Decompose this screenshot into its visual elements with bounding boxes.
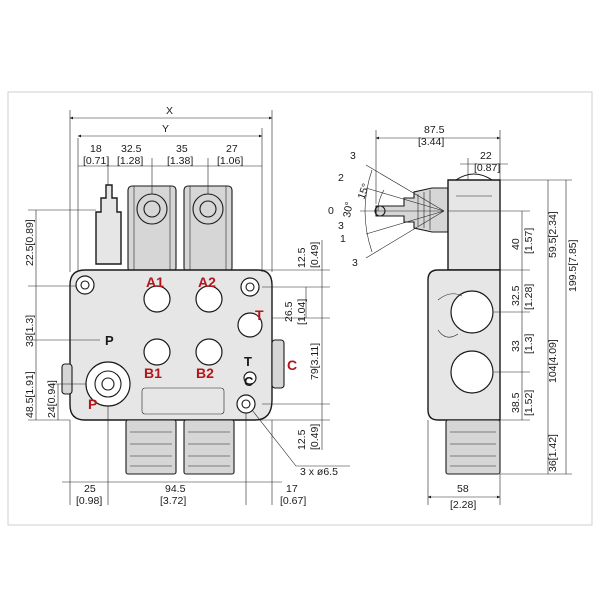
dim-27: 27 [226,143,238,155]
dim-27-in: [1.06] [217,155,243,167]
dim-59-5: 59.5[2.34] [547,211,559,258]
side-outer-dimensions: 59.5[2.34] 104[4.09] 199.5[7.85] 36[1.42… [500,179,579,475]
dim-38-5-in: [1.52] [523,390,535,416]
dim-199-5: 199.5[7.85] [567,239,579,292]
side-port-upper [450,290,494,334]
dim-40: 40 [510,238,522,250]
dim-58: 58 [457,483,469,495]
dim-12-5-bottom: 12.5 [296,429,308,450]
front-port-a1 [143,285,171,313]
dim-33: 33[1.3] [24,315,36,347]
port-label-b2: B2 [196,365,214,381]
front-mount-hole-1 [75,275,95,295]
side-bottom-dimensions: 58 [2.28] [427,420,501,511]
dim-25: 25 [84,483,96,495]
dim-12-5-bottom-in: [0.49] [309,424,321,450]
dim-17-in: [0.67] [280,495,306,507]
dim-side-33-in: [1.3] [523,333,535,354]
front-port-b1 [143,338,171,366]
side-top-dimensions: 87.5 [3.44] 22 [0.87] [375,124,508,204]
dim-12-5-top: 12.5 [296,247,308,268]
dim-side-32-5-in: [1.28] [523,284,535,310]
side-port-lower [450,350,494,394]
front-top-dimensions: X Y 18 [0.71] 32.5 [1.28] 35 [1.38] 27 [… [69,105,273,272]
angle-pos-1: 1 [340,233,346,245]
dim-35-in: [1.38] [167,155,193,167]
front-port-t [237,312,263,338]
port-label-p-red: P [88,396,97,412]
side-inner-dimensions: 40 [1.57] 32.5 [1.28] 33 [1.3] 38.5 [1.5… [448,210,535,421]
front-mount-hole-2 [240,277,260,297]
side-angle-indicators: 3 2 0 1 3 3 15° 30° [328,150,445,269]
front-lower-housing-1 [125,419,177,475]
dim-38-5: 38.5 [510,392,522,413]
dim-22-in: [0.87] [474,162,500,174]
dim-40-in: [1.57] [523,228,535,254]
angle-15: 15° [356,182,373,201]
front-c-port-boss [271,339,285,389]
dim-26-5-in: [1.04] [296,299,308,325]
front-port-a2 [195,285,223,313]
port-label-c: C [287,357,297,373]
dim-side-33: 33 [510,340,522,352]
dim-87-5: 87.5 [424,124,445,136]
front-port-b2 [195,338,223,366]
angle-pos-2: 2 [338,172,344,184]
dim-22-5: 22.5[0.89] [24,219,36,266]
side-view [374,173,501,475]
dim-94-5: 94.5 [165,483,186,495]
dim-48-5: 48.5[1.91] [24,371,36,418]
angle-pos-3-mid: 3 [338,220,344,232]
front-port-c [243,371,257,385]
dim-18: 18 [90,143,102,155]
dim-32-5: 32.5 [121,143,142,155]
front-spool-cap-2 [183,185,233,273]
dim-17: 17 [286,483,298,495]
port-label-b1: B1 [144,365,162,381]
angle-pos-3-top: 3 [350,150,356,162]
front-bottom-dimensions: 25 [0.98] 94.5 [3.72] 17 [0.67] 3 x ø6.5 [62,406,350,507]
dim-25-in: [0.98] [76,495,102,507]
dim-35: 35 [176,143,188,155]
angle-pos-0: 0 [328,205,334,217]
port-label-p-black: P [105,333,114,348]
dim-94-5-in: [3.72] [160,495,186,507]
dim-mount-holes: 3 x ø6.5 [300,466,338,478]
dim-87-5-in: [3.44] [418,136,444,148]
side-lower-housing [445,419,501,475]
dim-58-in: [2.28] [450,499,476,511]
port-label-t: T [255,307,264,323]
dim-36: 36[1.42] [547,434,559,472]
dim-side-32-5: 32.5 [510,285,522,306]
dim-24: 24[0.94] [46,380,58,418]
dim-26-5: 26.5 [283,301,295,322]
angle-pos-3-bottom: 3 [352,257,358,269]
front-lower-housing-2 [183,419,235,475]
dim-22: 22 [480,150,492,162]
front-left-dimensions: 22.5[0.89] 33[1.3] 48.5[1.91] 24[0.94] [24,209,100,421]
dim-104: 104[4.09] [547,339,559,383]
angle-30: 30° [341,201,356,219]
port-label-a2: A2 [198,274,216,290]
front-right-dimensions: 12.5 [0.49] 26.5 [1.04] 79[3.11] 12.5 [0… [258,240,330,450]
side-upper-column [447,179,501,271]
dim-x: X [166,105,173,117]
dim-y: Y [162,123,169,135]
dim-32-5-in: [1.28] [117,155,143,167]
port-label-t-black: T [244,354,252,369]
port-label-a1: A1 [146,274,164,290]
dim-18-in: [0.71] [83,155,109,167]
port-label-c-black: C [244,374,254,389]
front-inlet-pipe [95,184,122,265]
front-spool-cap-1 [127,185,177,273]
dim-79: 79[3.11] [309,343,321,380]
dim-12-5-top-in: [0.49] [309,242,321,268]
